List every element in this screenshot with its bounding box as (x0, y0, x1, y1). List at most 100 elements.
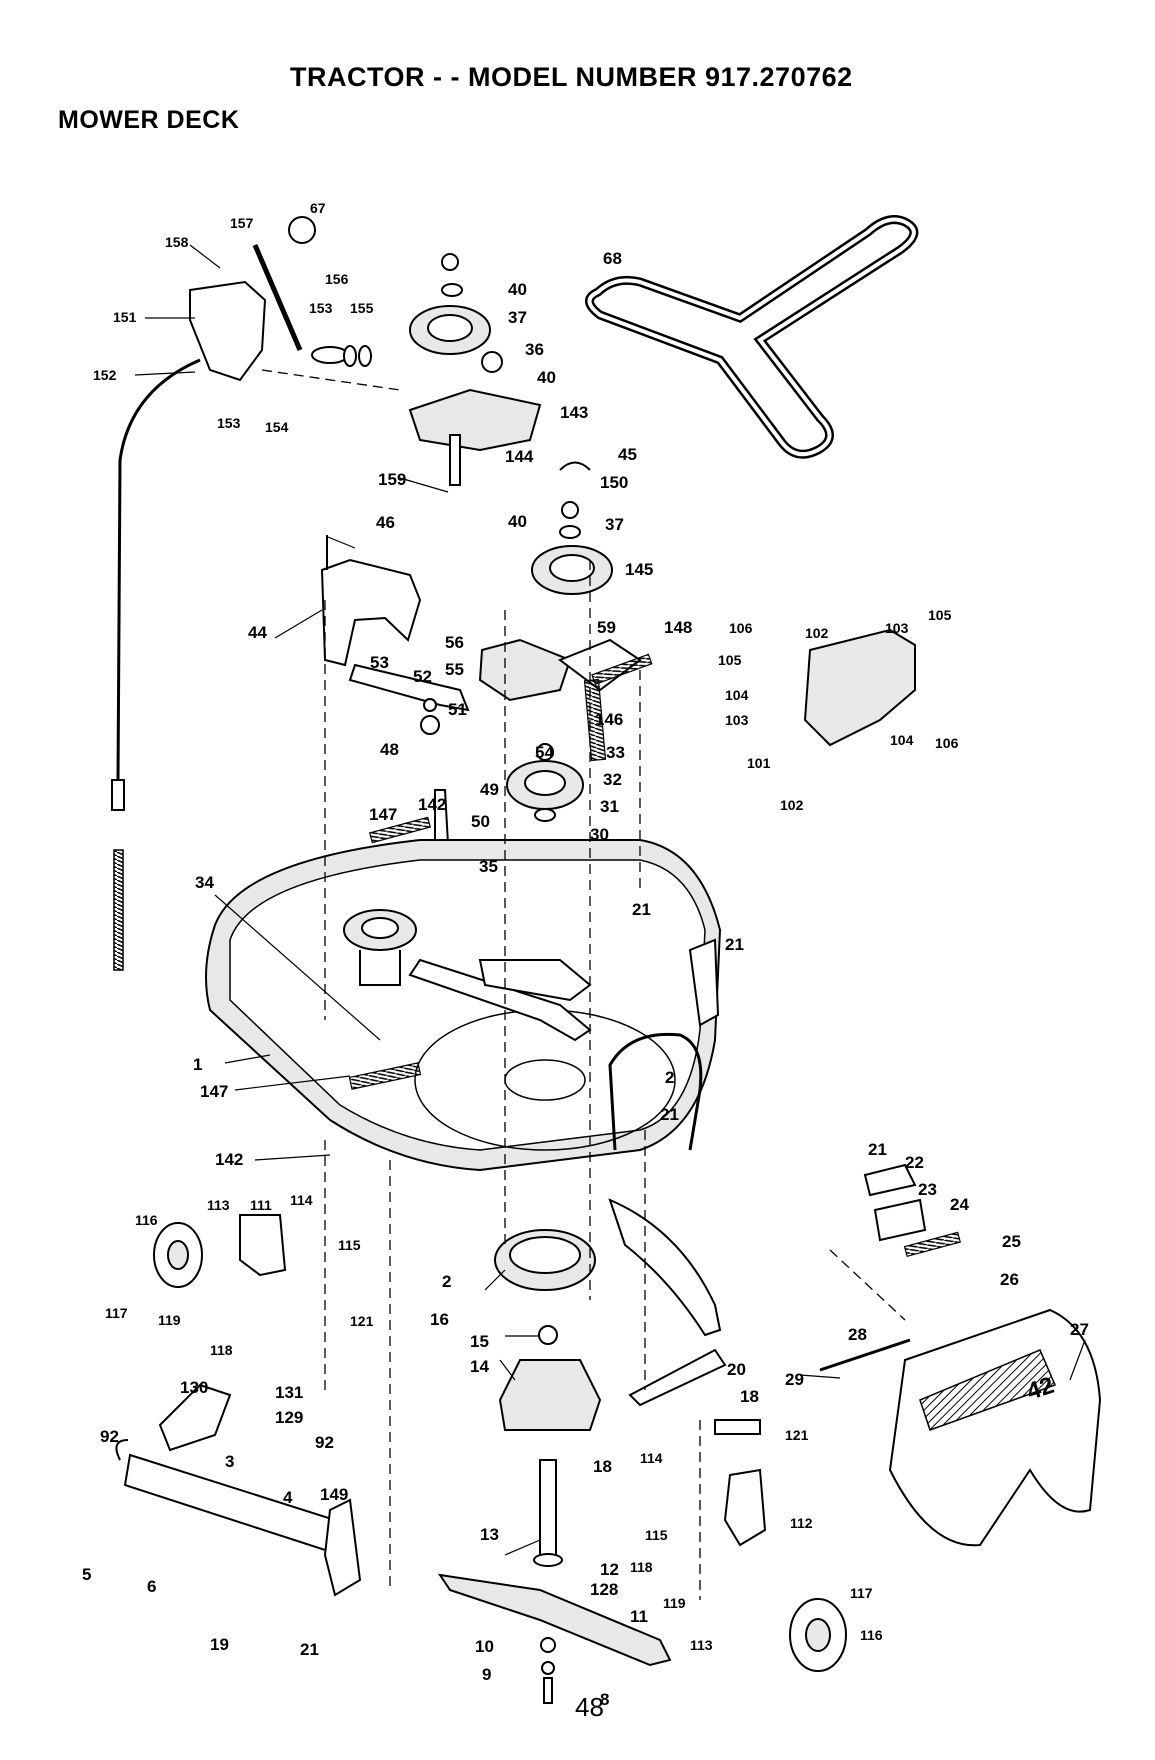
parts-artwork (111, 215, 1102, 1704)
callout-155: 155 (350, 300, 374, 316)
callout-102: 102 (805, 625, 829, 641)
control-cable-152 (116, 358, 201, 781)
callout-103: 103 (725, 712, 749, 728)
callout-24: 24 (950, 1195, 969, 1214)
discharge-chute-27 (888, 1308, 1102, 1547)
callout-146: 146 (595, 710, 623, 729)
callout-40: 40 (508, 280, 527, 299)
callout-21: 21 (632, 900, 651, 919)
callout-54: 54 (535, 743, 554, 762)
callout-21: 21 (868, 1140, 887, 1159)
callout-32: 32 (603, 770, 622, 789)
callout-147: 147 (200, 1082, 228, 1101)
page-title: TRACTOR - - MODEL NUMBER 917.270762 (290, 62, 853, 92)
callout-117: 117 (105, 1305, 128, 1321)
callout-21: 21 (300, 1640, 319, 1659)
callout-31: 31 (600, 797, 619, 816)
callout-114: 114 (290, 1192, 313, 1208)
callout-29: 29 (785, 1370, 804, 1389)
callout-105: 105 (718, 652, 742, 668)
callout-157: 157 (230, 215, 254, 231)
callout-128: 128 (590, 1580, 618, 1599)
callout-115: 115 (338, 1237, 361, 1253)
callout-20: 20 (727, 1360, 746, 1379)
callout-16: 16 (430, 1310, 449, 1329)
callout-130: 130 (180, 1378, 208, 1397)
callout-150: 150 (600, 473, 628, 492)
callout-117: 117 (850, 1585, 873, 1601)
callout-34: 34 (195, 873, 214, 892)
callout-143: 143 (560, 403, 588, 422)
callout-111: 111 (250, 1197, 272, 1213)
callout-104: 104 (890, 732, 914, 748)
callout-116: 116 (860, 1627, 883, 1643)
section-title: MOWER DECK (58, 106, 240, 134)
callout-44: 44 (248, 623, 267, 642)
callout-156: 156 (325, 271, 349, 287)
callout-129: 129 (275, 1408, 303, 1427)
callout-67: 67 (310, 200, 326, 216)
callout-23: 23 (918, 1180, 937, 1199)
callout-40: 40 (537, 368, 556, 387)
leader-lines (134, 244, 1086, 1556)
callout-1: 1 (193, 1055, 202, 1074)
callout-37: 37 (605, 515, 624, 534)
callout-106: 106 (935, 735, 959, 751)
callout-92: 92 (315, 1433, 334, 1452)
callout-46: 46 (376, 513, 395, 532)
callout-labels: 157 67 158 156 151 153 155 152 153 154 4… (82, 200, 1089, 1709)
callout-119: 119 (158, 1312, 181, 1328)
callout-51: 51 (448, 700, 467, 719)
belt-68 (585, 215, 919, 459)
callout-10: 10 (475, 1637, 494, 1656)
callout-158: 158 (165, 234, 189, 250)
callout-118: 118 (630, 1559, 653, 1575)
callout-144: 144 (505, 447, 534, 466)
callout-112: 112 (790, 1515, 813, 1531)
callout-151: 151 (113, 309, 137, 325)
callout-8: 8 (600, 1690, 609, 1709)
callout-21: 21 (725, 935, 744, 954)
page-number: 48 (575, 1692, 604, 1722)
callout-114: 114 (640, 1450, 663, 1466)
callout-27: 27 (1070, 1320, 1089, 1339)
callout-11: 11 (630, 1607, 648, 1626)
callout-26: 26 (1000, 1270, 1019, 1289)
callout-49: 49 (480, 780, 499, 799)
callout-152: 152 (93, 367, 117, 383)
callout-59: 59 (597, 618, 616, 637)
callout-18: 18 (593, 1457, 612, 1476)
callout-92: 92 (100, 1427, 119, 1446)
callout-9: 9 (482, 1665, 491, 1684)
callout-147: 147 (369, 805, 397, 824)
callout-35: 35 (479, 857, 498, 876)
callout-3: 3 (225, 1452, 234, 1471)
callout-149: 149 (320, 1485, 348, 1504)
callout-25: 25 (1002, 1232, 1021, 1251)
callout-102: 102 (780, 797, 804, 813)
callout-36: 36 (525, 340, 544, 359)
callout-5: 5 (82, 1565, 91, 1584)
callout-40: 40 (508, 512, 527, 531)
callout-154: 154 (265, 419, 289, 435)
callout-21: 21 (660, 1105, 679, 1124)
callout-37: 37 (508, 308, 527, 327)
callout-121: 121 (785, 1427, 809, 1443)
callout-68: 68 (603, 249, 622, 268)
callout-113: 113 (690, 1637, 713, 1653)
callout-56: 56 (445, 633, 464, 652)
callout-105: 105 (928, 607, 952, 623)
callout-13: 13 (480, 1525, 499, 1544)
callout-45: 45 (618, 445, 637, 464)
callout-48: 48 (380, 740, 399, 759)
alignment-lines (261, 369, 906, 1600)
callout-115: 115 (645, 1527, 668, 1543)
callout-148: 148 (664, 618, 692, 637)
callout-14: 14 (470, 1357, 489, 1376)
callout-142: 142 (215, 1150, 243, 1169)
callout-119: 119 (663, 1595, 686, 1611)
callout-118: 118 (210, 1342, 233, 1358)
callout-145: 145 (625, 560, 653, 579)
callout-30: 30 (590, 825, 609, 844)
